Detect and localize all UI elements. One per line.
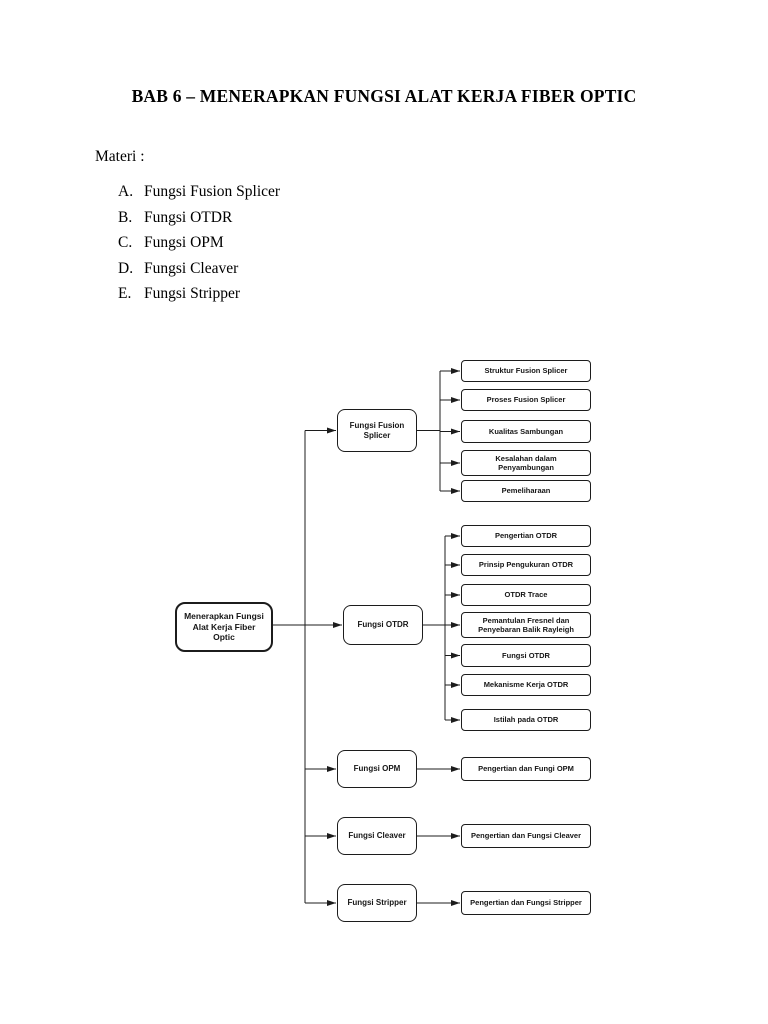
leaf-node-pemeliharaan: Pemeliharaan: [461, 480, 591, 502]
leaf-node-pemantulan-fresnel: Pemantulan Fresnel dan Penyebaran Balik …: [461, 612, 591, 638]
leaf-node-otdr-trace: OTDR Trace: [461, 584, 591, 606]
branch-node-opm: Fungsi OPM: [337, 750, 417, 788]
page-title: BAB 6 – MENERAPKAN FUNGSI ALAT KERJA FIB…: [131, 86, 637, 106]
leaf-node-kesalahan-dalam-penyambungan: Kesalahan dalam Penyambungan: [461, 450, 591, 476]
materi-label: Materi :: [95, 148, 145, 165]
list-item-text: Fungsi Stripper: [144, 285, 241, 302]
leaf-node-pengertian-fungsi-cleaver: Pengertian dan Fungsi Cleaver: [461, 824, 591, 848]
list-item-letter: B.: [118, 208, 133, 226]
list-item: C. Fungsi OPM: [118, 234, 280, 260]
list-item: B. Fungsi OTDR: [118, 209, 280, 235]
leaf-node-istilah-pada-otdr: Istilah pada OTDR: [461, 709, 591, 731]
branch-node-otdr: Fungsi OTDR: [343, 605, 423, 645]
leaf-node-struktur-fusion-splicer: Struktur Fusion Splicer: [461, 360, 591, 382]
list-item: D. Fungsi Cleaver: [118, 260, 280, 286]
list-item-text: Fungsi OPM: [144, 234, 224, 251]
list-item-letter: D.: [118, 259, 134, 277]
leaf-node-pengertian-otdr: Pengertian OTDR: [461, 525, 591, 547]
list-item-letter: C.: [118, 234, 133, 251]
leaf-node-kualitas-sambungan: Kualitas Sambungan: [461, 420, 591, 443]
branch-node-cleaver: Fungsi Cleaver: [337, 817, 417, 855]
branch-node-fusion-splicer: Fungsi Fusion Splicer: [337, 409, 417, 452]
list-item: E. Fungsi Stripper: [118, 285, 280, 311]
list-item-text: Fungsi Cleaver: [144, 259, 239, 277]
leaf-node-mekanisme-kerja-otdr: Mekanisme Kerja OTDR: [461, 674, 591, 696]
leaf-node-prinsip-pengukuran-otdr: Prinsip Pengukuran OTDR: [461, 554, 591, 576]
leaf-node-fungsi-otdr: Fungsi OTDR: [461, 644, 591, 667]
leaf-node-pengertian-fungi-opm: Pengertian dan Fungi OPM: [461, 757, 591, 781]
leaf-node-pengertian-fungsi-stripper: Pengertian dan Fungsi Stripper: [461, 891, 591, 915]
list-item-letter: E.: [118, 285, 132, 302]
list-item-letter: A.: [118, 183, 134, 200]
list-item: A. Fungsi Fusion Splicer: [118, 183, 280, 209]
diagram-root-node: Menerapkan Fungsi Alat Kerja Fiber Optic: [175, 602, 273, 652]
leaf-node-proses-fusion-splicer: Proses Fusion Splicer: [461, 389, 591, 411]
materi-list: A. Fungsi Fusion Splicer B. Fungsi OTDR …: [118, 183, 280, 311]
list-item-text: Fungsi Fusion Splicer: [144, 183, 281, 200]
branch-node-stripper: Fungsi Stripper: [337, 884, 417, 922]
list-item-text: Fungsi OTDR: [144, 208, 233, 226]
